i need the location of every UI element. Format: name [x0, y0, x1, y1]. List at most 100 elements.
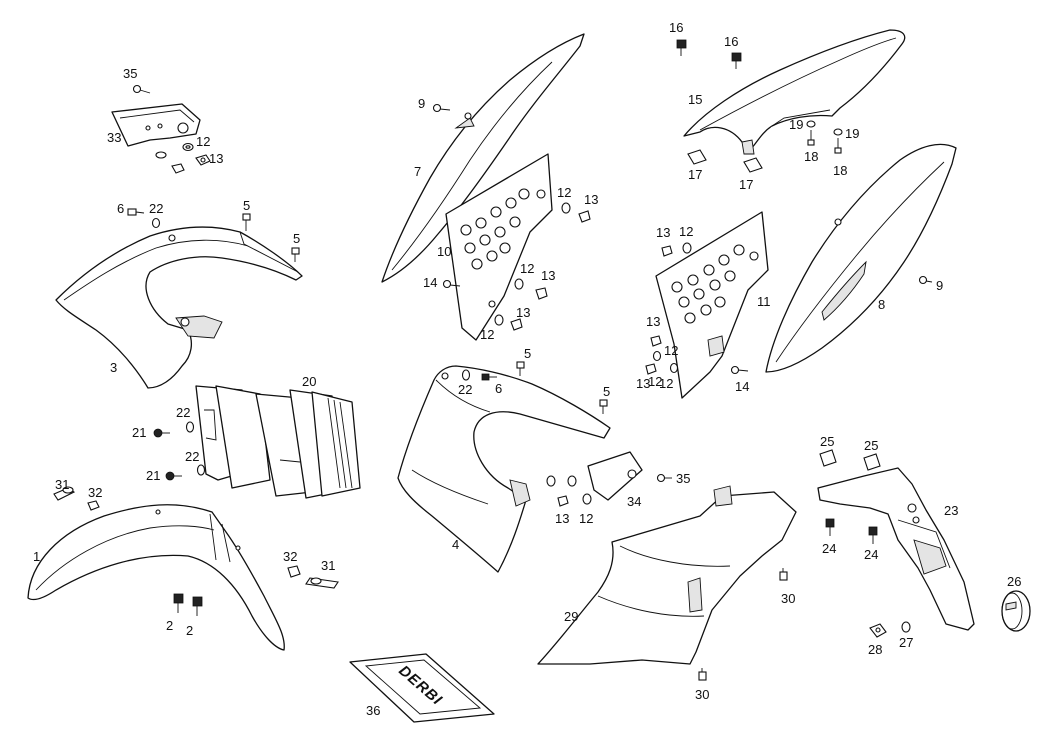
part-2-bolt-a — [173, 593, 184, 613]
part-5-screw-b — [291, 247, 300, 262]
label-9: 9 — [418, 96, 425, 111]
label-10: 10 — [437, 244, 451, 259]
part-13-nut-e — [557, 495, 569, 507]
label-17: 17 — [739, 177, 753, 192]
part-13-nut-f — [661, 245, 673, 257]
part-13-nut-h — [645, 363, 657, 375]
label-13: 13 — [636, 376, 650, 391]
part-22-washer-d — [461, 369, 471, 381]
label-12: 12 — [579, 511, 593, 526]
label-8: 8 — [878, 297, 885, 312]
part-30-screw-b — [698, 668, 707, 681]
part-16-screw-b — [731, 52, 742, 69]
part-8-side-panel-right — [765, 143, 957, 373]
label-18: 18 — [833, 163, 847, 178]
part-20-radiator-grille — [195, 385, 361, 499]
label-1: 1 — [33, 549, 40, 564]
part-19-washer-a — [806, 120, 816, 128]
part-23-license-bracket — [817, 467, 975, 631]
part-11-perforated-cover-right — [655, 211, 769, 399]
label-32: 32 — [88, 485, 102, 500]
part-18-screw-a — [807, 130, 815, 146]
label-18: 18 — [804, 149, 818, 164]
label-5: 5 — [603, 384, 610, 399]
part-18-screw-b — [834, 138, 842, 154]
part-12-washer-e — [567, 475, 577, 487]
label-9: 9 — [936, 278, 943, 293]
part-9-screw-a — [432, 103, 451, 113]
label-5: 5 — [293, 231, 300, 246]
part-12-washer-d — [494, 314, 504, 326]
label-15: 15 — [688, 92, 702, 107]
label-24: 24 — [864, 547, 878, 562]
part-19-washer-b — [833, 128, 843, 136]
label-2: 2 — [166, 618, 173, 633]
label-20: 20 — [302, 374, 316, 389]
label-3: 3 — [110, 360, 117, 375]
label-13: 13 — [209, 151, 223, 166]
part-5-screw-c — [516, 361, 525, 376]
label-4: 4 — [452, 537, 459, 552]
part-13-nut-c — [535, 287, 548, 300]
label-30: 30 — [781, 591, 795, 606]
label-12: 12 — [557, 185, 571, 200]
label-32: 32 — [283, 549, 297, 564]
part-6-screw-a — [127, 208, 145, 216]
label-14: 14 — [423, 275, 437, 290]
label-12: 12 — [196, 134, 210, 149]
part-16-screw-a — [676, 39, 687, 56]
part-4-tank-cover — [397, 365, 611, 573]
label-33: 33 — [107, 130, 121, 145]
label-13: 13 — [646, 314, 660, 329]
part-34-bracket — [587, 451, 643, 501]
label-12: 12 — [480, 327, 494, 342]
part-1-front-fender — [27, 504, 285, 651]
label-11: 11 — [757, 294, 771, 309]
part-26-reflector — [1001, 590, 1031, 632]
label-26: 26 — [1007, 574, 1021, 589]
part-36-sticker-sheet: DERBI — [349, 653, 495, 723]
label-24: 24 — [822, 541, 836, 556]
label-22: 22 — [185, 449, 199, 464]
part-washer-small-a — [155, 151, 167, 159]
part-10-perforated-cover-left — [445, 153, 553, 341]
label-28: 28 — [868, 642, 882, 657]
part-22-washer-a — [151, 217, 161, 229]
label-12: 12 — [679, 224, 693, 239]
part-31-clip-a — [53, 486, 76, 501]
part-7-side-panel-left — [381, 33, 585, 283]
part-25-clip-a — [819, 449, 837, 467]
label-36: 36 — [366, 703, 380, 718]
label-23: 23 — [944, 503, 958, 518]
label-16: 16 — [669, 20, 683, 35]
part-13-nut-g — [650, 335, 662, 347]
part-12-washer-f — [582, 493, 592, 505]
label-22: 22 — [149, 201, 163, 216]
part-12-washer-a — [182, 142, 194, 152]
part-24-bolt-b — [868, 526, 878, 544]
label-6: 6 — [117, 201, 124, 216]
part-24-bolt-a — [825, 518, 835, 536]
part-nut-small-a — [171, 163, 185, 174]
part-31-clip-b — [305, 577, 339, 589]
part-5-screw-d — [599, 399, 608, 414]
part-14-screw-a — [442, 279, 461, 289]
label-25: 25 — [864, 438, 878, 453]
label-19: 19 — [789, 117, 803, 132]
label-22: 22 — [176, 405, 190, 420]
part-washer-small-b — [546, 475, 556, 487]
label-21: 21 — [146, 468, 160, 483]
label-25: 25 — [820, 434, 834, 449]
part-12-washer-g — [682, 242, 692, 254]
label-2: 2 — [186, 623, 193, 638]
part-2-bolt-b — [192, 596, 203, 616]
part-13-nut-a — [195, 154, 211, 166]
part-12-washer-h — [652, 350, 662, 362]
label-12: 12 — [664, 343, 678, 358]
label-29: 29 — [564, 609, 578, 624]
part-9-screw-b — [918, 275, 933, 285]
label-13: 13 — [541, 268, 555, 283]
part-14-screw-b — [730, 365, 749, 375]
